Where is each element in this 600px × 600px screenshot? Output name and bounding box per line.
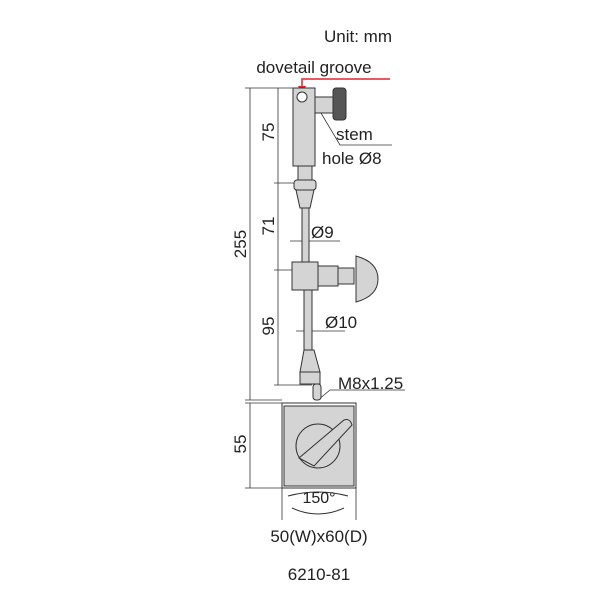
unit-label: Unit: mm [324, 27, 392, 46]
rod-lower-dia-label: Ø10 [325, 313, 357, 332]
lower-joint [299, 349, 322, 401]
stem-label: stem [336, 125, 373, 144]
angle-label: 150° [302, 490, 335, 507]
dim-total: 255 [231, 230, 250, 258]
model-number: 6210-81 [288, 565, 350, 584]
dovetail-label: dovetail groove [256, 58, 371, 77]
lower-rod [303, 289, 313, 351]
magnetic-base [281, 402, 357, 515]
rod-upper-dia-label: Ø9 [311, 223, 334, 242]
dimension-lines [245, 87, 405, 520]
dim-head: 75 [259, 123, 278, 142]
middle-clamp [291, 255, 379, 303]
dim-upper-arm: 71 [259, 217, 278, 236]
fine-adjust-head [292, 87, 347, 209]
upper-rod [301, 207, 310, 263]
on-off-lever [298, 419, 353, 467]
base-size-label: 50(W)x60(D) [270, 527, 367, 546]
dim-lower-arm: 95 [259, 317, 278, 336]
thread-label: M8x1.25 [338, 374, 403, 393]
dim-base: 55 [231, 435, 250, 454]
hole-label: hole Ø8 [322, 149, 382, 168]
